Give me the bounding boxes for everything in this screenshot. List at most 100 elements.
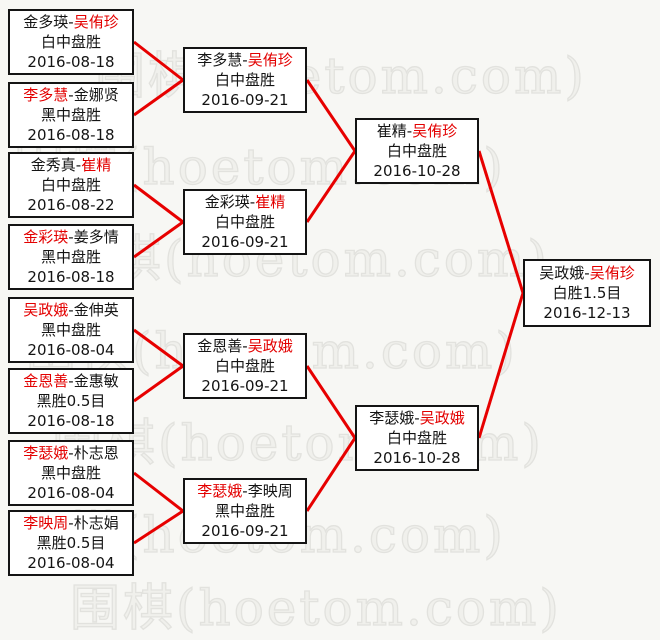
match-result: 白中盘胜 <box>214 357 275 375</box>
match-players: 金恩善-金惠敏 <box>10 371 132 391</box>
connector-line <box>305 79 357 152</box>
match-players: 金多瑛-吴侑珍 <box>10 12 132 32</box>
match-result: 白中盘胜 <box>386 429 447 447</box>
connector-line <box>133 78 184 117</box>
match-date: 2016-08-18 <box>27 268 115 286</box>
vs-dash: - <box>68 13 74 31</box>
player-name: 李映周 <box>23 514 69 532</box>
match-box: 吴政娥-金伸英 黑中盘胜 2016-08-04 <box>8 297 134 363</box>
match-date: 2016-08-22 <box>27 196 115 214</box>
vs-dash: - <box>75 156 82 174</box>
vs-dash: - <box>406 122 413 140</box>
match-box: 金秀真-崔精 白中盘胜 2016-08-22 <box>8 152 134 218</box>
player-name: 朴志娟 <box>73 514 119 532</box>
match-players: 李瑟娥-朴志恩 <box>10 443 132 463</box>
vs-dash: - <box>249 193 256 211</box>
match-result: 白中盘胜 <box>40 176 101 194</box>
match-result: 白中盘胜 <box>214 71 275 89</box>
player-name: 吴政娥 <box>539 264 585 282</box>
match-box: 李瑟娥-朴志恩 黑中盘胜 2016-08-04 <box>8 440 134 506</box>
vs-dash: - <box>242 51 248 69</box>
player-name: 金惠敏 <box>73 372 119 390</box>
match-players: 李多慧-金娜贤 <box>10 85 132 105</box>
match-date: 2016-09-21 <box>201 233 289 251</box>
match-box: 李瑟娥-吴政娥 白中盘胜 2016-10-28 <box>355 405 479 471</box>
match-date: 2016-09-21 <box>201 377 289 395</box>
vs-dash: - <box>242 482 248 500</box>
player-name: 李映周 <box>247 482 293 500</box>
player-name: 金秀真 <box>30 156 76 174</box>
match-players: 吴政娥-吴侑珍 <box>525 263 649 283</box>
player-name: 李瑟娥 <box>23 444 69 462</box>
player-name: 吴政娥 <box>247 337 293 355</box>
vs-dash: - <box>68 301 74 319</box>
player-name: 崔精 <box>81 156 112 174</box>
match-date: 2016-10-28 <box>373 162 461 180</box>
match-date: 2016-08-04 <box>27 554 115 572</box>
match-players: 崔精-吴侑珍 <box>357 121 477 141</box>
player-name: 姜多情 <box>73 228 119 246</box>
connector-line <box>133 328 184 368</box>
connector-line <box>133 40 184 82</box>
connector-line <box>305 365 357 439</box>
player-name: 金彩瑛 <box>204 193 250 211</box>
player-name: 崔精 <box>255 193 286 211</box>
match-players: 李多慧-吴侑珍 <box>185 50 305 70</box>
match-result: 白胜1.5目 <box>552 284 622 302</box>
match-result: 黑中盘胜 <box>40 248 101 266</box>
player-name: 金恩善 <box>23 372 69 390</box>
match-date: 2016-08-18 <box>27 126 115 144</box>
vs-dash: - <box>68 514 74 532</box>
match-result: 黑中盘胜 <box>40 106 101 124</box>
vs-dash: - <box>242 337 248 355</box>
player-name: 崔精 <box>376 122 407 140</box>
connector-line <box>305 437 357 512</box>
match-result: 白中盘胜 <box>214 213 275 231</box>
player-name: 吴侑珍 <box>412 122 458 140</box>
connector-line <box>133 364 184 403</box>
match-players: 李瑟娥-吴政娥 <box>357 408 477 428</box>
match-box: 李映周-朴志娟 黑胜0.5目 2016-08-04 <box>8 510 134 576</box>
match-date: 2016-08-18 <box>27 53 115 71</box>
connector-line <box>305 150 357 223</box>
vs-dash: - <box>68 86 74 104</box>
match-result: 白中盘胜 <box>386 142 447 160</box>
player-name: 李瑟娥 <box>197 482 243 500</box>
match-box: 吴政娥-吴侑珍 白胜1.5目 2016-12-13 <box>523 259 651 327</box>
player-name: 朴志恩 <box>73 444 119 462</box>
match-date: 2016-09-21 <box>201 91 289 109</box>
match-date: 2016-08-04 <box>27 341 115 359</box>
match-players: 吴政娥-金伸英 <box>10 300 132 320</box>
match-result: 黑胜0.5目 <box>36 534 106 552</box>
match-result: 黑中盘胜 <box>214 502 275 520</box>
match-players: 李映周-朴志娟 <box>10 513 132 533</box>
match-players: 金恩善-吴政娥 <box>185 336 305 356</box>
vs-dash: - <box>414 409 420 427</box>
match-date: 2016-08-04 <box>27 484 115 502</box>
bracket-connectors <box>133 40 525 545</box>
player-name: 李多慧 <box>23 86 69 104</box>
vs-dash: - <box>68 228 74 246</box>
match-result: 黑中盘胜 <box>40 321 101 339</box>
player-name: 吴侑珍 <box>589 264 635 282</box>
player-name: 吴侑珍 <box>73 13 119 31</box>
match-box: 金多瑛-吴侑珍 白中盘胜 2016-08-18 <box>8 9 134 75</box>
player-name: 吴政娥 <box>419 409 465 427</box>
connector-line <box>133 220 184 259</box>
player-name: 金恩善 <box>197 337 243 355</box>
player-name: 吴政娥 <box>23 301 69 319</box>
player-name: 李多慧 <box>197 51 243 69</box>
match-date: 2016-12-13 <box>543 304 631 322</box>
match-date: 2016-09-21 <box>201 522 289 540</box>
match-box: 李多慧-吴侑珍 白中盘胜 2016-09-21 <box>183 47 307 113</box>
match-players: 金彩瑛-崔精 <box>185 192 305 212</box>
player-name: 金娜贤 <box>73 86 119 104</box>
match-result: 黑中盘胜 <box>40 464 101 482</box>
connector-line <box>477 292 525 439</box>
match-result: 白中盘胜 <box>40 33 101 51</box>
vs-dash: - <box>68 372 74 390</box>
player-name: 李瑟娥 <box>369 409 415 427</box>
match-players: 李瑟娥-李映周 <box>185 481 305 501</box>
match-box: 李多慧-金娜贤 黑中盘胜 2016-08-18 <box>8 82 134 148</box>
match-box: 金彩瑛-崔精 白中盘胜 2016-09-21 <box>183 189 307 255</box>
